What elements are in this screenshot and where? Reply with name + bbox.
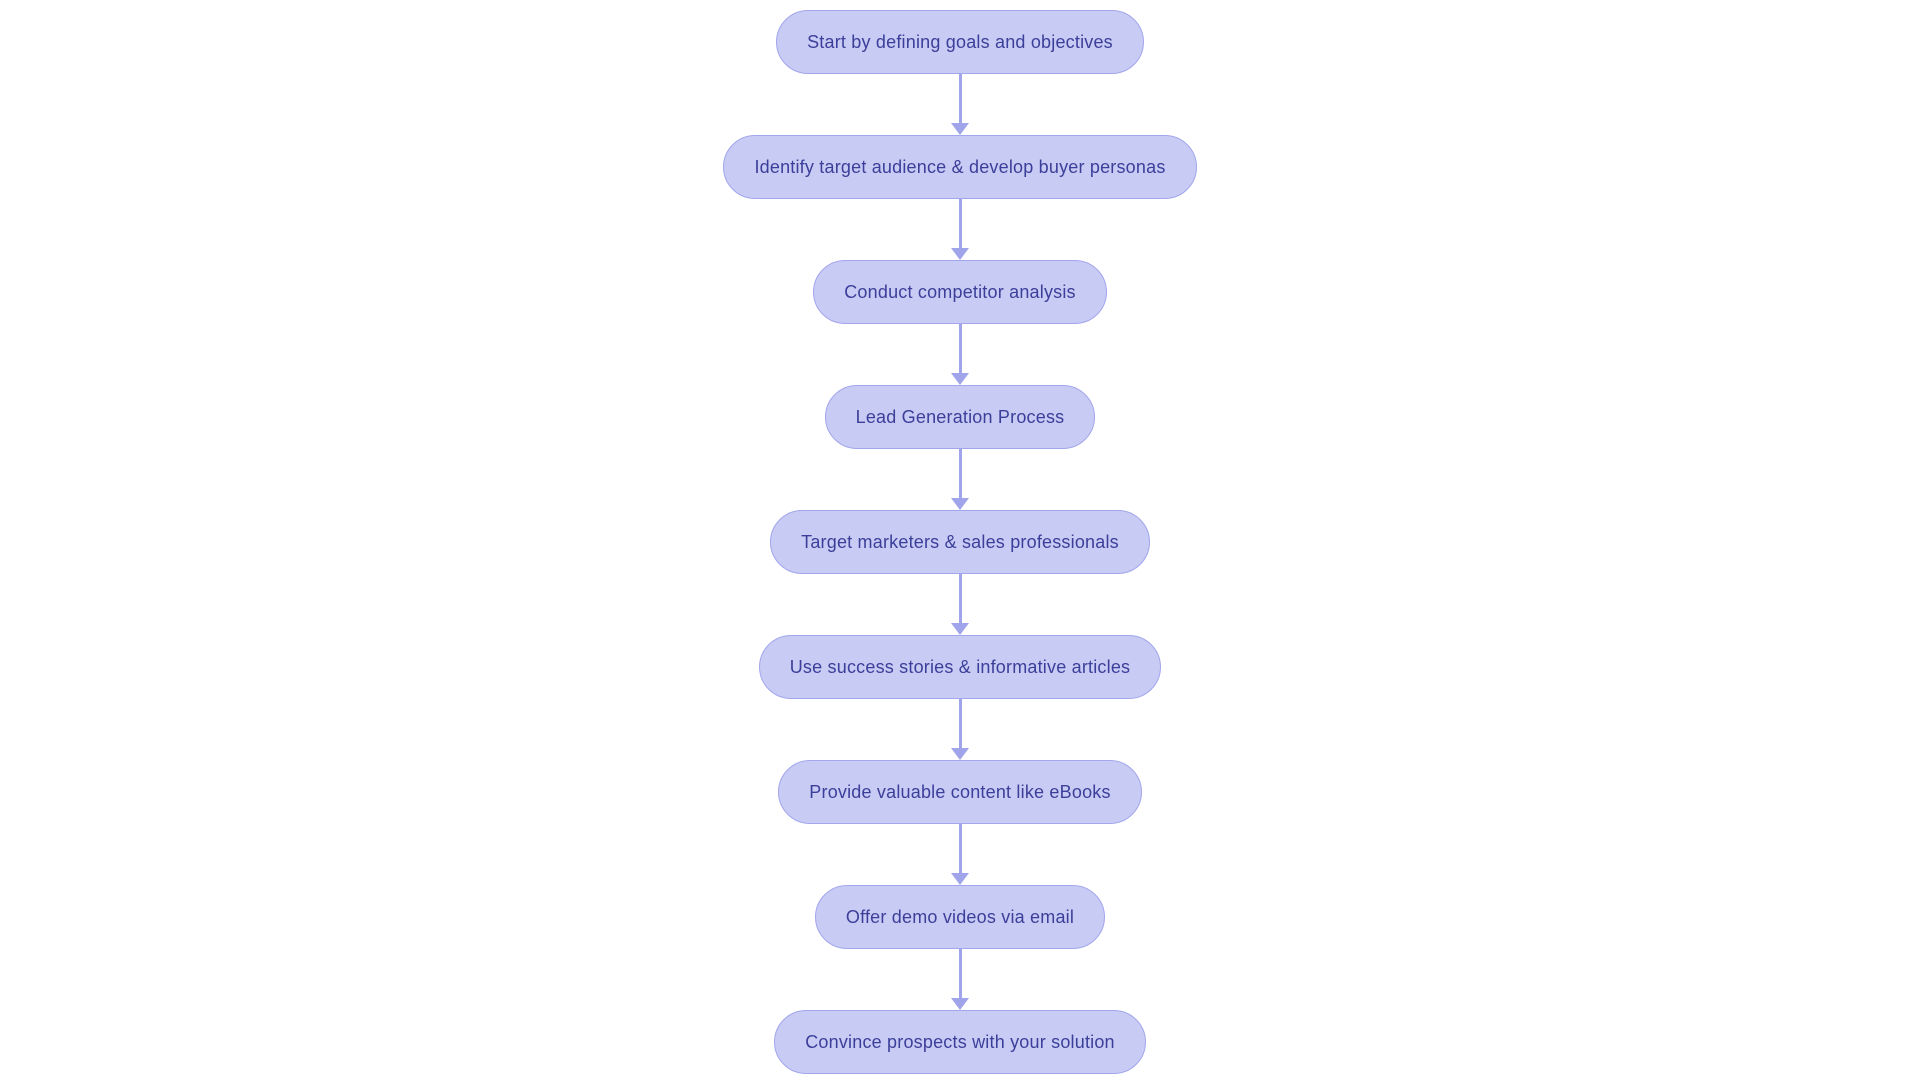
flow-node-label: Provide valuable content like eBooks [809,781,1111,802]
flow-node-valuable-content: Provide valuable content like eBooks [778,760,1142,824]
flow-node-label: Conduct competitor analysis [844,281,1076,302]
flow-node-label: Offer demo videos via email [845,906,1075,927]
flow-node-target-marketers: Target marketers & sales professionals [770,510,1150,574]
arrow-head-icon [951,873,969,885]
arrow-line [958,824,962,873]
arrow-line [958,574,962,623]
flow-arrow [951,449,969,510]
flow-arrow [951,199,969,260]
flow-node-label: Convince prospects with your solution [805,1031,1115,1052]
flow-node-audience: Identify target audience & develop buyer… [723,135,1197,199]
flow-node-demo-videos: Offer demo videos via email [814,885,1106,949]
flow-arrow [951,74,969,135]
arrow-head-icon [951,748,969,760]
arrow-line [958,699,962,748]
flow-node-label: Start by defining goals and objectives [807,31,1113,52]
arrow-head-icon [951,998,969,1010]
flowchart-column: Start by defining goals and objectives I… [0,10,1920,1074]
flow-node-label: Use success stories & informative articl… [789,656,1131,677]
flow-node-label: Identify target audience & develop buyer… [754,156,1166,177]
arrow-head-icon [951,123,969,135]
flow-arrow [951,324,969,385]
flow-arrow [951,824,969,885]
arrow-line [958,74,962,123]
flow-node-label: Target marketers & sales professionals [801,531,1119,552]
flow-arrow [951,949,969,1010]
flow-arrow [951,574,969,635]
flow-arrow [951,699,969,760]
flow-node-convince-prospects: Convince prospects with your solution [774,1010,1146,1074]
arrow-head-icon [951,623,969,635]
flow-node-success-stories: Use success stories & informative articl… [758,635,1162,699]
arrow-line [958,199,962,248]
flow-node-lead-generation: Lead Generation Process [824,385,1096,449]
flow-node-label: Lead Generation Process [855,406,1065,427]
arrow-head-icon [951,373,969,385]
flow-node-competitor-analysis: Conduct competitor analysis [813,260,1107,324]
flow-node-goals: Start by defining goals and objectives [776,10,1144,74]
arrow-line [958,324,962,373]
arrow-line [958,449,962,498]
arrow-line [958,949,962,998]
arrow-head-icon [951,498,969,510]
arrow-head-icon [951,248,969,260]
